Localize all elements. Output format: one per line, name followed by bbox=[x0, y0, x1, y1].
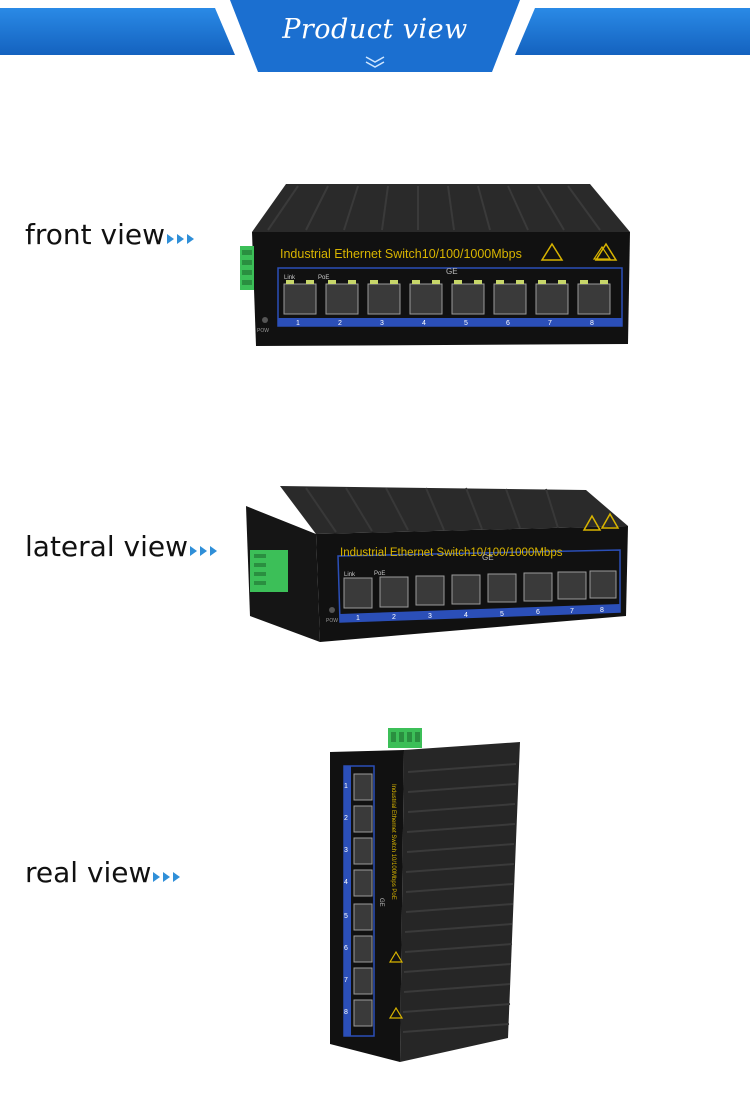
port-number: 1 bbox=[356, 615, 360, 622]
port-number: 6 bbox=[344, 945, 348, 952]
ge-label: GE bbox=[482, 553, 494, 562]
header-banner: Product view bbox=[0, 0, 750, 80]
vertical-model-text: Industrial Ethernet Switch 10/100Mbps Po… bbox=[390, 784, 396, 900]
port-number: 3 bbox=[380, 320, 384, 327]
port-number: 1 bbox=[296, 320, 300, 327]
banner-shape bbox=[0, 0, 750, 72]
real-view-product-image: 1 2 3 4 5 6 7 8 Industrial Ethernet Swit… bbox=[330, 728, 520, 1062]
port-number: 5 bbox=[344, 913, 348, 920]
link-label: Link bbox=[344, 572, 356, 578]
port-number: 8 bbox=[600, 607, 604, 614]
triple-arrow-icon bbox=[153, 871, 183, 882]
port-number: 4 bbox=[422, 320, 426, 327]
port-number: 3 bbox=[344, 847, 348, 854]
port-number: 6 bbox=[536, 609, 540, 616]
real-view-text: real view bbox=[25, 856, 152, 889]
front-view-label: front view bbox=[25, 218, 197, 251]
port-number: 7 bbox=[344, 977, 348, 984]
port-number: 4 bbox=[464, 612, 468, 619]
port-number: 3 bbox=[428, 613, 432, 620]
front-view-product-image: Industrial Ethernet Switch10/100/1000Mbp… bbox=[240, 184, 630, 346]
ge-label: GE bbox=[446, 267, 458, 276]
port-number: 1 bbox=[344, 783, 348, 790]
poe-label: PoE bbox=[318, 275, 329, 281]
port-number: 2 bbox=[392, 614, 396, 621]
link-label: Link bbox=[284, 275, 296, 281]
lateral-view-product-image: Industrial Ethernet Switch10/100/1000Mbp… bbox=[246, 486, 628, 642]
port-number: 8 bbox=[344, 1009, 348, 1016]
real-view-label: real view bbox=[25, 856, 183, 889]
port-number: 6 bbox=[506, 320, 510, 327]
port-number: 2 bbox=[338, 320, 342, 327]
triple-arrow-icon bbox=[189, 545, 220, 556]
pow-label: POW bbox=[326, 618, 338, 624]
model-text: Industrial Ethernet Switch10/100/1000Mbp… bbox=[340, 547, 563, 559]
lateral-view-label: lateral view bbox=[25, 530, 220, 563]
poe-label: PoE bbox=[374, 571, 385, 577]
model-text: Industrial Ethernet Switch10/100/1000Mbp… bbox=[280, 247, 522, 261]
lateral-view-text: lateral view bbox=[25, 530, 188, 563]
port-number: 7 bbox=[570, 608, 574, 615]
triple-arrow-icon bbox=[167, 233, 197, 244]
front-view-text: front view bbox=[25, 218, 165, 251]
port-number: 5 bbox=[500, 611, 504, 618]
page-title: Product view bbox=[282, 14, 468, 45]
port-number: 4 bbox=[344, 879, 348, 886]
port-number: 7 bbox=[548, 320, 552, 327]
port-number: 2 bbox=[344, 815, 348, 822]
ge-label: GE bbox=[378, 898, 384, 907]
port-number: 5 bbox=[464, 320, 468, 327]
pow-label: POW bbox=[257, 328, 269, 334]
port-number: 8 bbox=[590, 320, 594, 327]
